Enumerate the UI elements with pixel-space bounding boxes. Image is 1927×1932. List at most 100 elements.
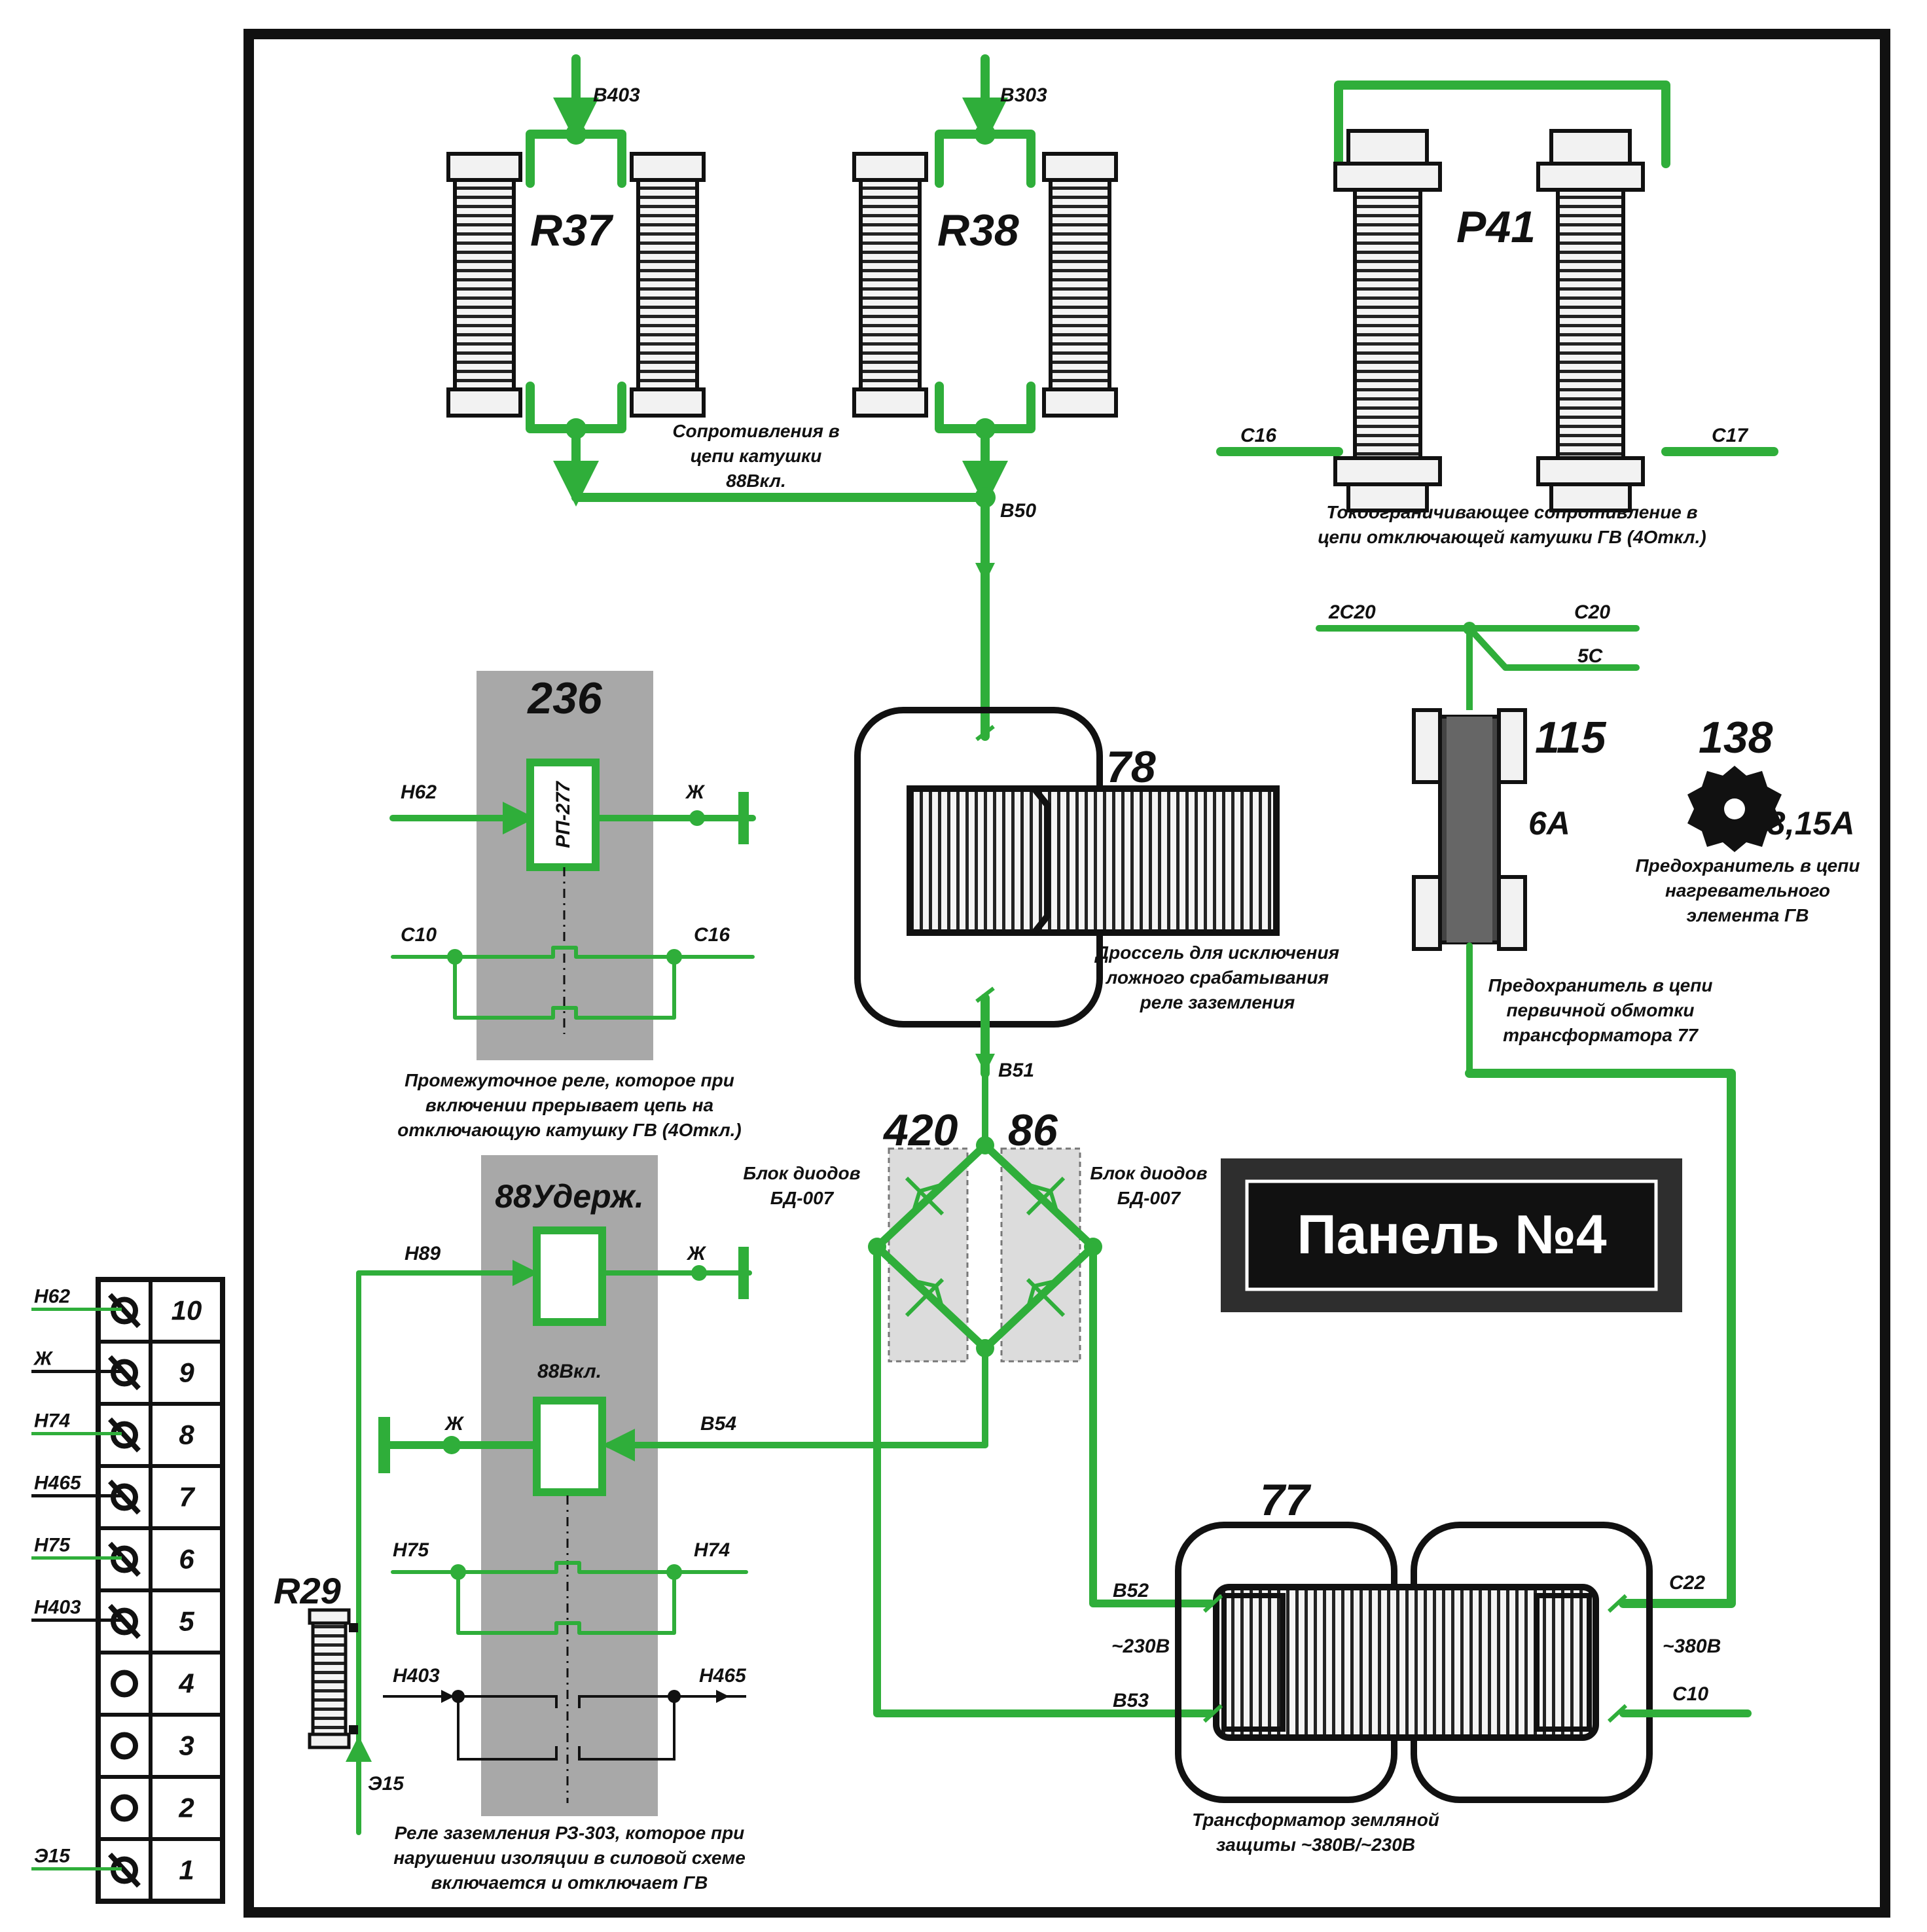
terminal-wire-label: Ж (33, 1348, 54, 1370)
fuse-138-note-line-1: Предохранитель в цепи (1636, 855, 1860, 876)
diode-right-note-line-1: Блок диодов (1090, 1163, 1207, 1183)
fuse-115-wire-right: C20 (1574, 601, 1610, 623)
relay-236-label: 236 (526, 673, 603, 723)
transformer-b52-label: B52 (1113, 1580, 1149, 1601)
fuse-138-note-line-2: нагревательного (1665, 880, 1830, 901)
terminal-screw-cross (108, 1479, 141, 1515)
choke-78-label: 78 (1106, 742, 1156, 792)
fuse-138-rating: 3,15A (1767, 805, 1854, 842)
p41-note-line-2: цепи отключающей катушки ГВ (4Откл.) (1318, 527, 1706, 547)
terminal-screw (111, 1732, 138, 1760)
diode-420-label: 420 (882, 1105, 958, 1155)
terminal-number: 2 (178, 1793, 194, 1823)
fuse-138 (1687, 766, 1782, 852)
p41-label: P41 (1456, 202, 1536, 252)
diode-right-note-line-2: БД-007 (1117, 1188, 1181, 1208)
terminal-number: 1 (179, 1855, 194, 1886)
choke-note: Дроссель для исключения ложного срабатыв… (1094, 942, 1339, 1012)
transformer-note-line-2: защиты ~380B/~230B (1216, 1834, 1415, 1855)
diode-86-label: 86 (1008, 1105, 1058, 1155)
r29-label: R29 (274, 1570, 341, 1611)
terminal-number: 6 (179, 1544, 194, 1575)
resistor-r29 (308, 1608, 372, 1796)
terminal-wire-label: Н403 (34, 1597, 81, 1619)
terminal-screw-cross (108, 1355, 141, 1391)
transformer-c22-label: C22 (1669, 1572, 1705, 1594)
transformer-b53-label: B53 (1113, 1690, 1149, 1711)
r37-r38-note-line-3: 88Вкл. (726, 471, 785, 491)
terminal-wire-label: Н75 (34, 1535, 71, 1556)
terminal-screw-cross (108, 1603, 141, 1639)
transformer-note-line-1: Трансформатор земляной (1192, 1810, 1439, 1830)
diode-left-note-line-1: Блок диодов (743, 1163, 860, 1183)
relay-236-note-line-1: Промежуточное реле, которое при (405, 1070, 734, 1090)
relay-88-h75-label: Н75 (393, 1539, 429, 1561)
fuse-115-note-line-1: Предохранитель в цепи (1488, 975, 1713, 995)
resistor-r38 (852, 54, 1118, 507)
terminal-screw-cross (108, 1541, 141, 1577)
relay-236: РП-277 (389, 671, 756, 1060)
terminal-screw (111, 1670, 138, 1698)
relay-88-coil2-label: 88Вкл. (537, 1361, 602, 1382)
transformer-note: Трансформатор земляной защиты ~380B/~230… (1192, 1810, 1439, 1855)
relay-88-h74-label: Н74 (694, 1539, 730, 1561)
diode-left-note-line-2: БД-007 (770, 1188, 835, 1208)
b50-label: B50 (1000, 500, 1036, 522)
fuse-138-note: Предохранитель в цепи нагревательного эл… (1636, 855, 1860, 925)
resistor-r37 (446, 54, 706, 507)
relay-88-note-line-1: Реле заземления РЗ-303, которое при (395, 1823, 745, 1843)
transformer-77-label: 77 (1260, 1475, 1312, 1525)
r37-r38-note: Сопротивления в цепи катушки 88Вкл. (672, 421, 839, 491)
panel-frame (243, 29, 1890, 1918)
diode-left-note: Блок диодов БД-007 (743, 1163, 860, 1208)
p41-c17-label: C17 (1712, 425, 1748, 446)
relay-236-note-line-3: отключающую катушку ГВ (4Откл.) (397, 1120, 741, 1140)
fuse-115-note-line-3: трансформатора 77 (1503, 1025, 1699, 1045)
transformer-v-low: ~230B (1111, 1636, 1170, 1657)
terminal-screw-cross (108, 1852, 141, 1888)
fuse-138-note-line-3: элемента ГВ (1687, 905, 1809, 925)
relay-236-c16-label: C16 (694, 924, 730, 946)
relay-88-out2-label: Ж (444, 1413, 465, 1435)
fuse-115-rating: 6A (1528, 805, 1570, 842)
r37-wire-label: B403 (593, 84, 640, 106)
relay-236-note-line-2: включении прерывает цепь на (425, 1095, 713, 1115)
b51-label: B51 (998, 1060, 1034, 1081)
terminal-number: 4 (178, 1668, 194, 1699)
relay-88-note-line-2: нарушении изоляции в силовой схеме (393, 1848, 746, 1868)
terminal-number: 7 (179, 1482, 195, 1512)
terminal-screw (111, 1794, 138, 1822)
terminal-screw-cross (108, 1293, 141, 1329)
terminal-screw-cross (108, 1417, 141, 1453)
fuse-138-label: 138 (1699, 713, 1773, 762)
r38-label: R38 (937, 206, 1019, 255)
p41-note: Токоограничивающее сопротивление в цепи … (1318, 502, 1706, 547)
relay-236-out-label: Ж (685, 781, 706, 803)
choke-78 (854, 707, 1280, 1078)
terminal-number: 5 (179, 1606, 194, 1637)
choke-note-line-3: реле заземления (1140, 992, 1295, 1012)
choke-note-line-1: Дроссель для исключения (1094, 942, 1339, 963)
relay-236-in-label: Н62 (401, 781, 437, 803)
relay-88-h403-label: Н403 (393, 1665, 440, 1687)
terminal-wire-label: Н74 (34, 1410, 70, 1432)
terminal-number: 9 (179, 1357, 194, 1388)
relay-236-coil-label: РП-277 (552, 781, 574, 848)
r37-r38-note-line-1: Сопротивления в (672, 421, 839, 441)
relay-88-note: Реле заземления РЗ-303, которое при нару… (393, 1823, 746, 1893)
fuse-115-note: Предохранитель в цепи первичной обмотки … (1488, 975, 1713, 1045)
relay-88-b54-label: B54 (700, 1413, 736, 1435)
fuse-115 (1316, 622, 1736, 1608)
relay-236-c10-label: C10 (401, 924, 437, 946)
relay-88 (356, 1155, 988, 1835)
terminal-number: 3 (179, 1730, 194, 1761)
terminal-wire-label: Н62 (34, 1286, 70, 1308)
relay-88-h465-label: Н465 (699, 1665, 747, 1687)
r38-wire-label: B303 (1000, 84, 1047, 106)
panel-title: Панель №4 (1297, 1204, 1607, 1265)
transformer-77 (1175, 1522, 1752, 1803)
relay-88-out1-label: Ж (686, 1243, 707, 1264)
